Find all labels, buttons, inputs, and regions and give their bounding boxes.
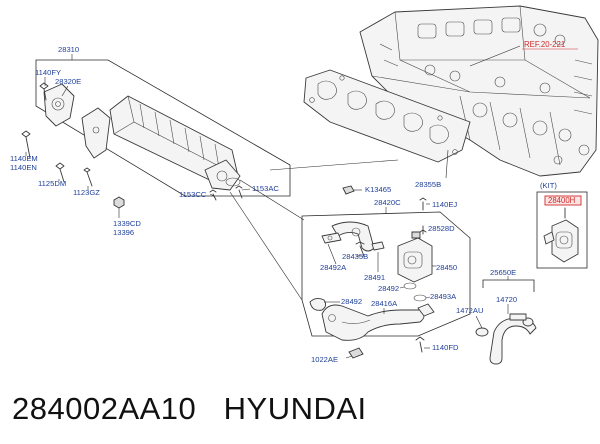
callout-1140EN: 1140EN: [10, 163, 37, 172]
callout-28435B: 28435B: [342, 252, 368, 261]
callout-13396: 13396: [113, 228, 134, 237]
callout-1339CD: 1339CD: [113, 219, 141, 228]
kit-label: (KIT): [540, 181, 557, 190]
caption: 284002AA10 HYUNDAI: [12, 391, 367, 427]
callout-1140FY: 1140FY: [35, 68, 61, 77]
ref-label: REF.20-221: [524, 40, 565, 49]
callout-1123GZ: 1123GZ: [73, 188, 100, 197]
kit-box: [536, 191, 588, 269]
callout-28450: 28450: [436, 263, 457, 272]
hose-bracket: [482, 279, 535, 292]
engine-block-drawing: [359, 5, 599, 177]
callout-28355B: 28355B: [415, 180, 441, 189]
callout-28493A: 28493A: [430, 292, 457, 301]
egr-pipe-drawing: [309, 221, 435, 341]
callout-28492-lower: 28492: [341, 297, 362, 306]
hose-drawing: [475, 313, 537, 365]
callout-28420C: 28420C: [374, 198, 401, 207]
kit-part-highlight: [544, 195, 582, 206]
callout-1140EM: 1140EM: [10, 154, 38, 163]
callout-1022AE: 1022AE: [311, 355, 338, 364]
callout-25650E: 25650E: [490, 268, 516, 277]
callout-28310: 28310: [58, 45, 79, 54]
callout-28492-upper: 28492: [378, 284, 399, 293]
callout-28528D: 28528D: [428, 224, 455, 233]
callout-1153CC: 1153CC: [179, 190, 207, 199]
callout-1140EJ: 1140EJ: [432, 200, 457, 209]
egr-cooler-drawing: [21, 82, 243, 209]
callout-14720: 14720: [496, 295, 517, 304]
callout-1472AU: 1472AU: [456, 306, 483, 315]
callout-1125DM: 1125DM: [38, 179, 66, 188]
callout-K13465: K13465: [365, 185, 391, 194]
caption-part-number: 284002AA10: [12, 391, 197, 426]
callout-1140FD: 1140FD: [432, 343, 459, 352]
manifold-gasket-drawing: [303, 69, 471, 163]
kit-valve-drawing: [543, 207, 579, 263]
callout-28320E: 28320E: [55, 77, 81, 86]
egr-pipe-frame: [301, 211, 471, 337]
kit-part-number: 28400H: [548, 196, 575, 205]
callout-1153AC: 1153AC: [252, 184, 279, 193]
egr-cooler-frame: [35, 59, 291, 197]
callout-28416A: 28416A: [371, 299, 398, 308]
callout-28492A: 28492A: [320, 263, 347, 272]
callout-28491: 28491: [364, 273, 385, 282]
caption-brand: HYUNDAI: [223, 391, 367, 426]
clip-k13465: [342, 185, 355, 195]
